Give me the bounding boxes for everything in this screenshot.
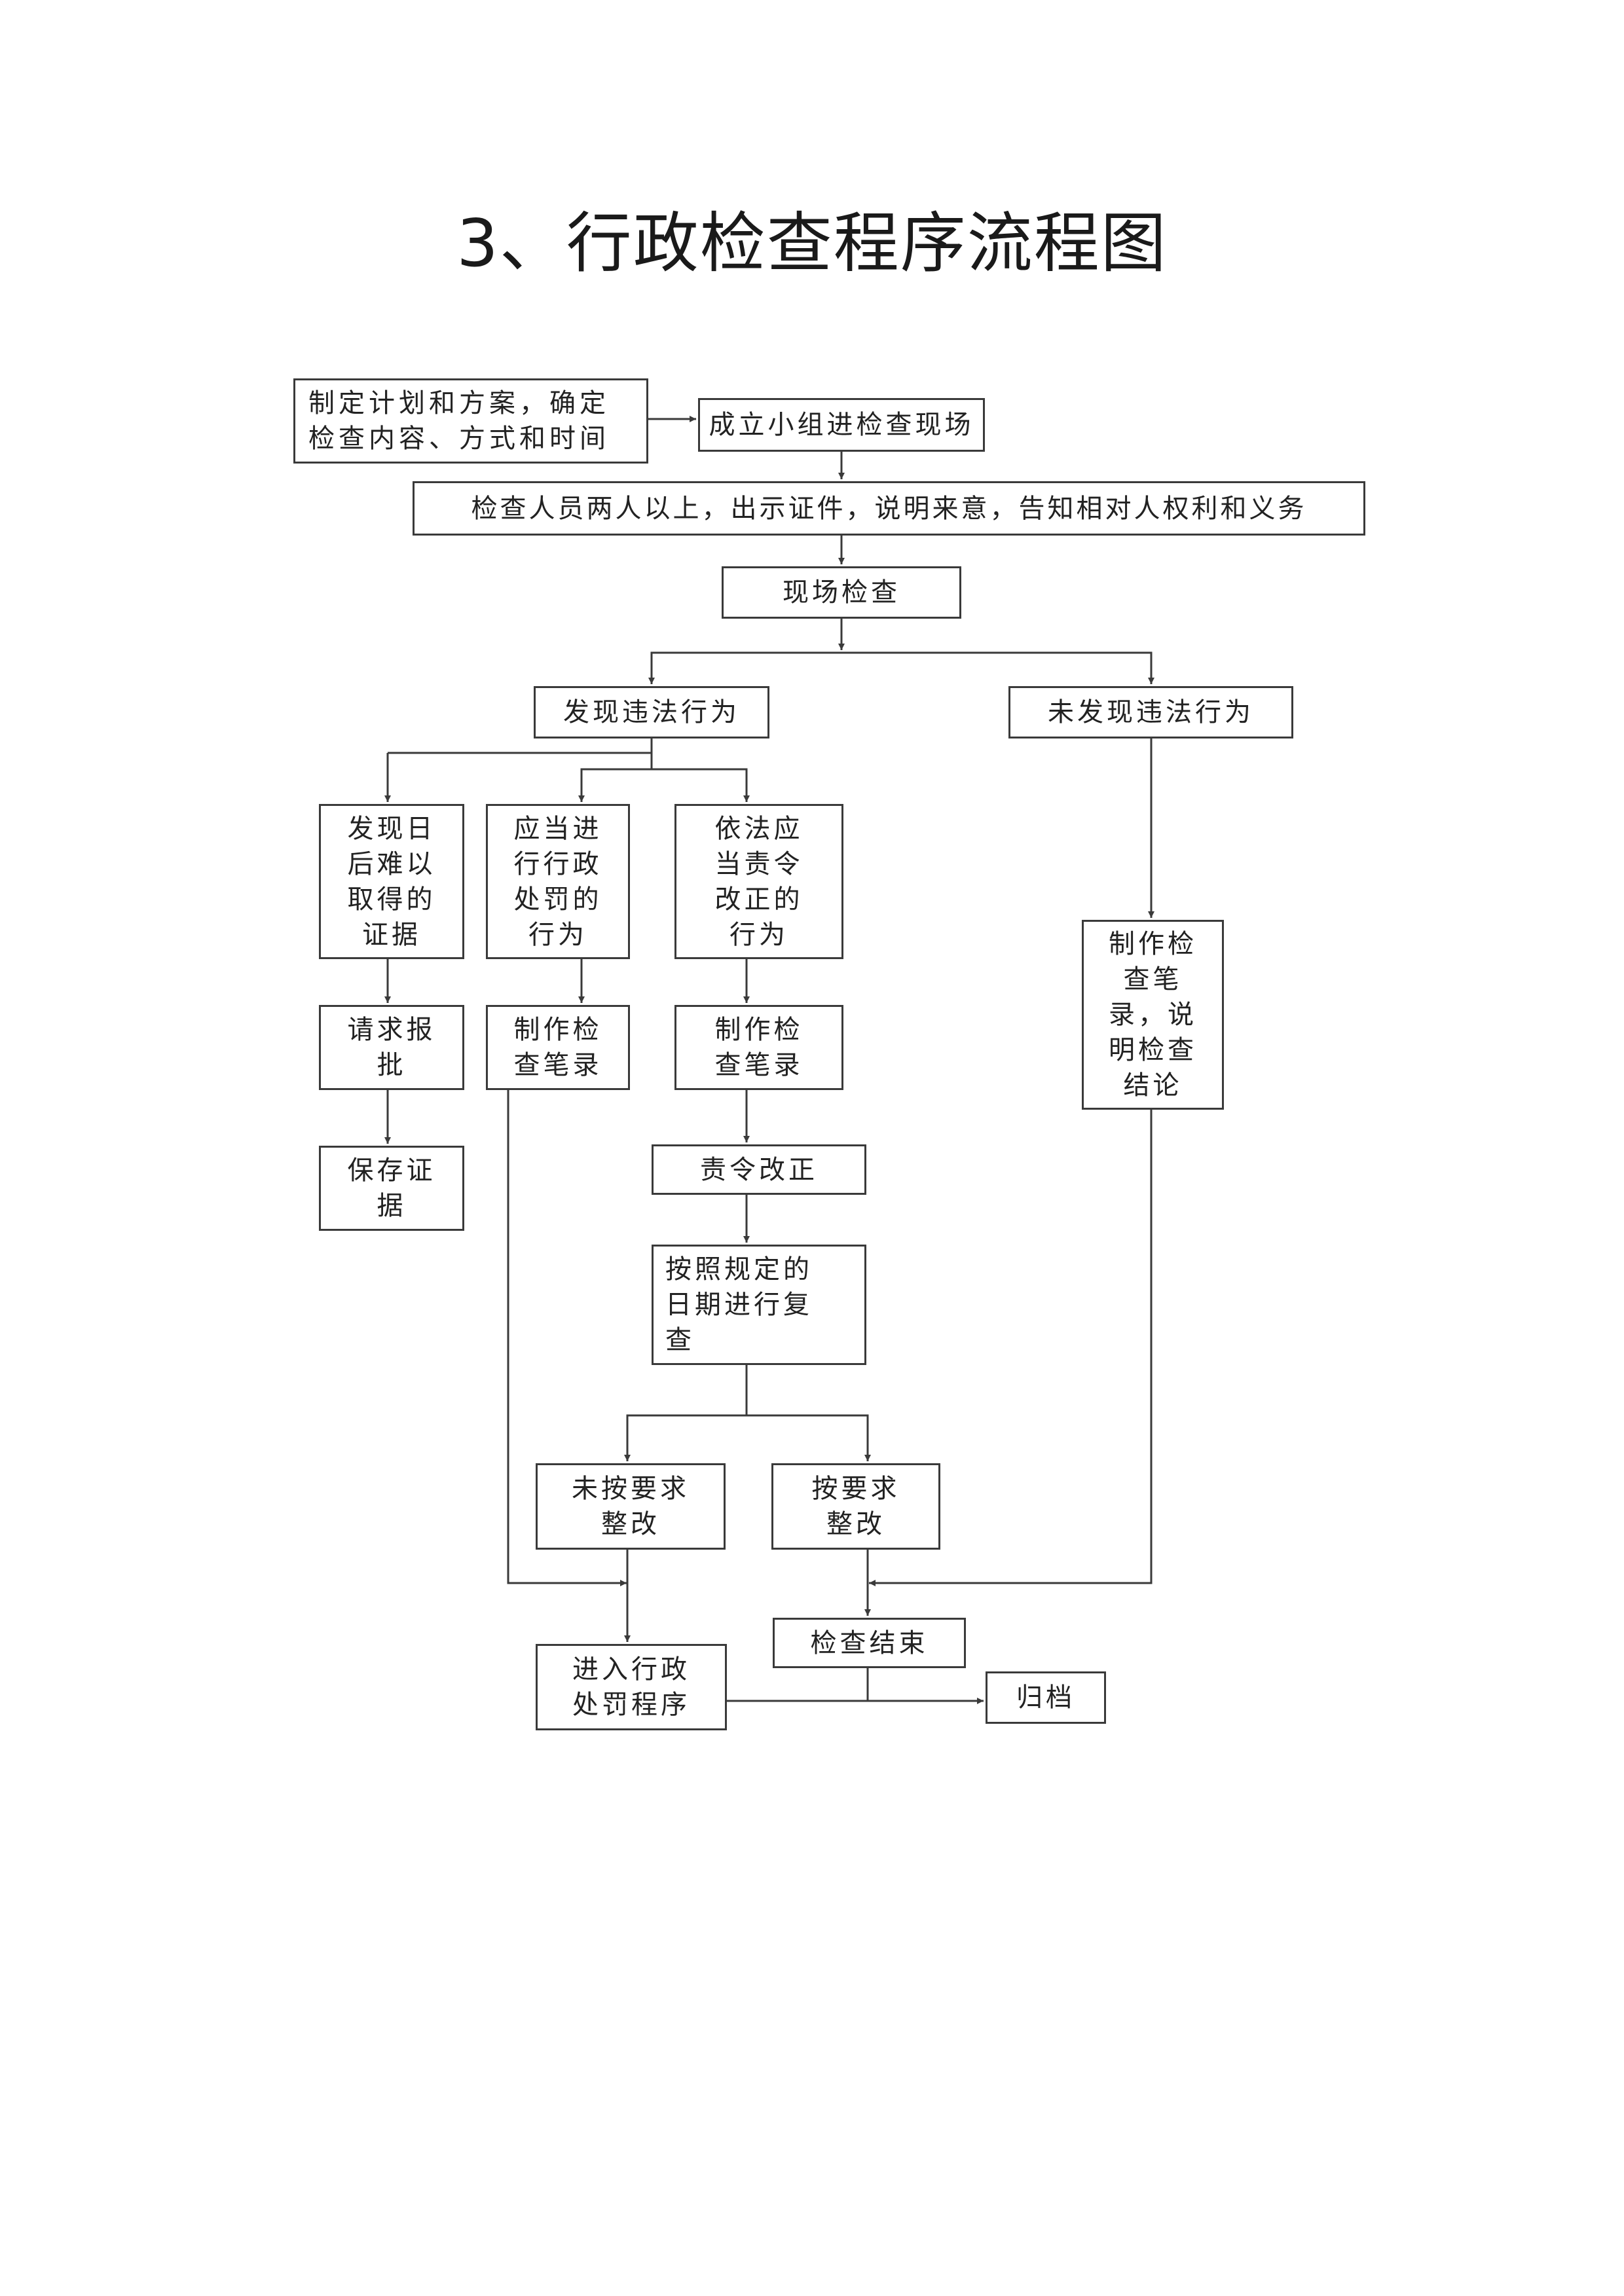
arrow-to-penalty-behavior <box>578 753 653 802</box>
split-found-notfound <box>650 651 1153 684</box>
arrow-conclusion-to-end <box>869 1110 1153 1586</box>
arrow-to-correct-behavior <box>652 768 750 802</box>
box-hard-evidence: 发现日 后难以 取得的 证据 <box>319 804 464 959</box>
split-recheck <box>626 1414 869 1461</box>
box-found: 发现违法行为 <box>534 686 769 738</box>
box-order-correct: 责令改正 <box>652 1144 866 1195</box>
box-archive: 归档 <box>986 1671 1106 1724</box>
box-onsite: 现场检查 <box>722 566 961 619</box>
box-penalty-proc: 进入行政 处罚程序 <box>536 1644 727 1730</box>
box-correct-behavior: 依法应 当责令 改正的 行为 <box>674 804 843 959</box>
box-plan: 制定计划和方案，确定 检查内容、方式和时间 <box>293 378 648 464</box>
box-team: 成立小组进检查现场 <box>698 398 985 452</box>
box-corrected: 按要求 整改 <box>771 1463 940 1550</box>
box-record-right: 制作检 查笔录 <box>674 1005 843 1090</box>
box-notify: 检查人员两人以上，出示证件，说明来意，告知相对人权利和义务 <box>413 481 1365 536</box>
box-record-conclusion: 制作检 查笔 录，说 明检查 结论 <box>1082 920 1224 1110</box>
box-not-corrected: 未按要求 整改 <box>536 1463 726 1550</box>
arrow-record-mid-to-merge <box>507 1090 627 1586</box>
box-recheck: 按照规定的 日期进行复 查 <box>652 1245 866 1365</box>
box-approve: 请求报 批 <box>319 1005 464 1090</box>
box-preserve: 保存证 据 <box>319 1146 464 1231</box>
box-end: 检查结束 <box>773 1618 966 1668</box>
page-title: 3、行政检查程序流程图 <box>456 205 1168 282</box>
box-penalty-behavior: 应当进 行行政 处罚的 行为 <box>486 804 630 959</box>
box-not-found: 未发现违法行为 <box>1008 686 1293 738</box>
box-record-mid: 制作检 查笔录 <box>486 1005 630 1090</box>
